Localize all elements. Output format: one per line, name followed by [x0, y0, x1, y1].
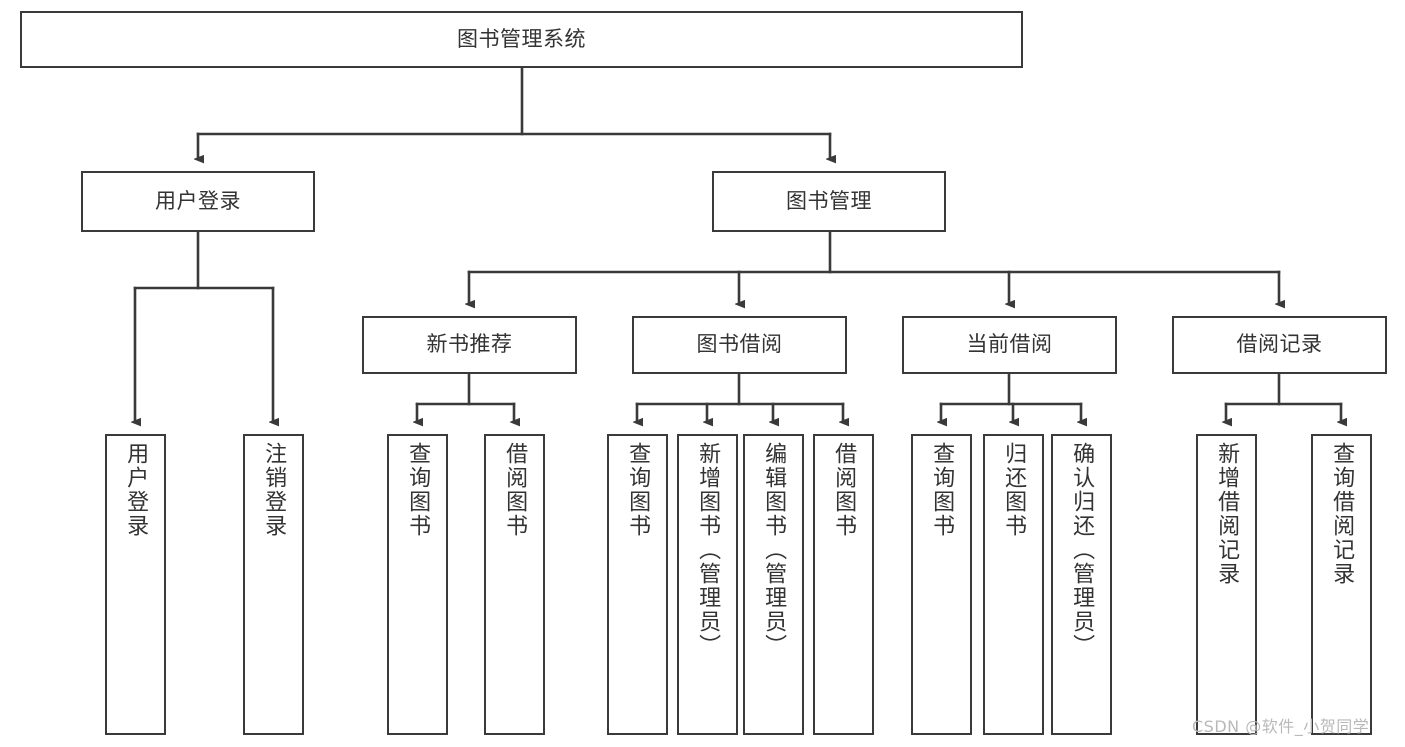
node-leaf-logout-label: 注销登录	[261, 442, 287, 538]
node-leaf-query-book-3[interactable]: 查询图书	[911, 434, 972, 735]
node-leaf-borrow-book-1-label: 借阅图书	[502, 442, 528, 538]
node-user-login[interactable]: 用户登录	[81, 171, 315, 232]
node-borrow-record[interactable]: 借阅记录	[1172, 316, 1387, 374]
node-leaf-query-book-1-label: 查询图书	[405, 442, 431, 538]
node-leaf-borrow-book-2-label: 借阅图书	[831, 442, 857, 538]
node-leaf-user-login-label: 用户登录	[123, 442, 149, 538]
node-leaf-return-book-label: 归还图书	[1001, 442, 1027, 538]
node-root-label: 图书管理系统	[457, 26, 586, 51]
node-book-manage-label: 图书管理	[786, 188, 872, 213]
node-leaf-logout[interactable]: 注销登录	[243, 434, 304, 735]
node-current-borrow-label: 当前借阅	[966, 332, 1053, 357]
node-current-borrow[interactable]: 当前借阅	[902, 316, 1117, 374]
node-leaf-query-book-2-label: 查询图书	[625, 442, 651, 538]
watermark-text: CSDN @软件_小贺同学	[1192, 717, 1370, 736]
node-leaf-user-login[interactable]: 用户登录	[105, 434, 166, 735]
node-new-book-rec[interactable]: 新书推荐	[362, 316, 577, 374]
node-leaf-query-record[interactable]: 查询借阅记录	[1311, 434, 1372, 735]
node-new-book-rec-label: 新书推荐	[426, 332, 513, 357]
node-leaf-query-record-label: 查询借阅记录	[1329, 442, 1355, 586]
node-book-manage[interactable]: 图书管理	[712, 171, 946, 232]
node-leaf-query-book-1[interactable]: 查询图书	[387, 434, 448, 735]
node-leaf-edit-book[interactable]: 编辑图书（管理员）	[743, 434, 804, 735]
node-leaf-return-book[interactable]: 归还图书	[983, 434, 1044, 735]
node-borrow-record-label: 借阅记录	[1236, 332, 1323, 357]
node-leaf-add-book-label: 新增图书（管理员）	[695, 442, 721, 658]
node-leaf-query-book-2[interactable]: 查询图书	[607, 434, 668, 735]
node-leaf-add-record-label: 新增借阅记录	[1214, 442, 1240, 586]
node-leaf-confirm-return-label: 确认归还（管理员）	[1069, 442, 1095, 658]
node-leaf-borrow-book-1[interactable]: 借阅图书	[484, 434, 545, 735]
node-book-borrow[interactable]: 图书借阅	[632, 316, 847, 374]
node-leaf-edit-book-label: 编辑图书（管理员）	[761, 442, 787, 658]
node-leaf-query-book-3-label: 查询图书	[929, 442, 955, 538]
node-root[interactable]: 图书管理系统	[20, 11, 1023, 68]
node-book-borrow-label: 图书借阅	[696, 332, 783, 357]
node-leaf-confirm-return[interactable]: 确认归还（管理员）	[1051, 434, 1112, 735]
node-user-login-label: 用户登录	[155, 188, 241, 213]
node-leaf-add-book[interactable]: 新增图书（管理员）	[677, 434, 738, 735]
node-leaf-borrow-book-2[interactable]: 借阅图书	[813, 434, 874, 735]
node-leaf-add-record[interactable]: 新增借阅记录	[1196, 434, 1257, 735]
